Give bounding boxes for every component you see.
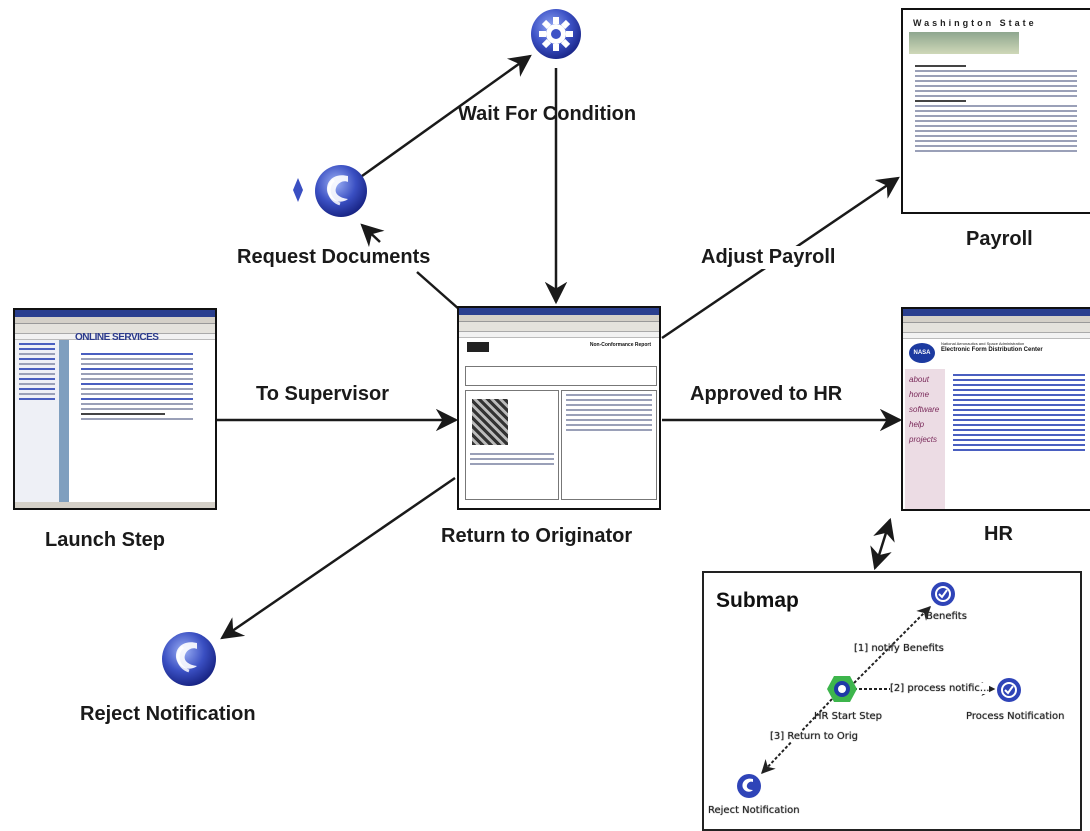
edge-request-return-arrow [360, 223, 385, 248]
hr-nav: about home software help projects [905, 369, 945, 509]
benefits-icon[interactable] [930, 581, 956, 607]
hr-page-screenshot[interactable]: NASA National Aeronautics and Space Admi… [901, 307, 1090, 511]
node-label-payroll: Payroll [966, 228, 1033, 250]
gear-icon[interactable] [530, 8, 582, 60]
reject-notification-icon[interactable] [161, 631, 217, 687]
hr-page-org: National Aeronautics and Space Administr… [941, 341, 1025, 346]
node-label-reject-notification: Reject Notification [80, 703, 256, 725]
submap-title: Submap [716, 589, 799, 612]
edge-request-to-wait [361, 54, 532, 178]
edge-hr-submap [870, 517, 895, 571]
node-label-wait-for-condition: Wait For Condition [458, 103, 637, 125]
submap-label-benefits: Benefits [926, 611, 967, 622]
hr-nav-item[interactable]: help [909, 420, 925, 429]
node-label-hr: HR [984, 523, 1013, 545]
submap-label-process-notification: Process Notification [966, 711, 1065, 722]
submap-label-hr-start-step: HR Start Step [814, 711, 883, 722]
originator-form-screenshot[interactable]: Non-Conformance Report [457, 306, 661, 510]
payroll-form-screenshot[interactable]: Washington State [901, 8, 1090, 214]
hr-nav-item[interactable]: software [909, 405, 940, 414]
edge-label-approved-to-hr: Approved to HR [686, 383, 847, 406]
edge-label-to-supervisor: To Supervisor [252, 383, 393, 406]
submap-panel[interactable]: Submap Benefits [1] notify Benefits HR S… [702, 571, 1082, 831]
hr-nav-item[interactable]: home [909, 390, 930, 399]
edge-label-adjust-payroll: Adjust Payroll [697, 246, 840, 269]
process-notification-icon[interactable] [996, 677, 1022, 703]
nasa-logo: NASA [909, 343, 935, 363]
node-label-return-to-originator: Return to Originator [441, 525, 633, 547]
submap-reject-icon[interactable] [736, 773, 762, 799]
node-label-launch-step: Launch Step [45, 529, 166, 551]
submap-label-process-notification-edge: [2] process notific... [890, 683, 990, 694]
originator-form-title: Non-Conformance Report [589, 342, 651, 348]
submap-label-notify-benefits: [1] notify Benefits [854, 643, 944, 654]
launch-banner: ONLINE SERVICES [75, 332, 159, 343]
payroll-form-header: Washington State [913, 18, 1037, 28]
hr-nav-item[interactable]: about [909, 375, 930, 384]
submap-label-reject-notification: Reject Notification [708, 805, 800, 816]
node-label-request-documents: Request Documents [237, 246, 431, 268]
hr-start-step-icon[interactable] [826, 675, 858, 703]
request-documents-icon[interactable] [290, 164, 370, 220]
edge-originator-to-request [416, 271, 461, 311]
hr-nav-item[interactable]: projects [909, 435, 938, 444]
edge-reject [220, 476, 456, 640]
launch-step-screenshot[interactable]: ONLINE SERVICES [13, 308, 217, 510]
hr-page-header: Electronic Form Distribution Center [941, 347, 1043, 353]
submap-label-return-to-orig: [3] Return to Orig [770, 731, 859, 742]
